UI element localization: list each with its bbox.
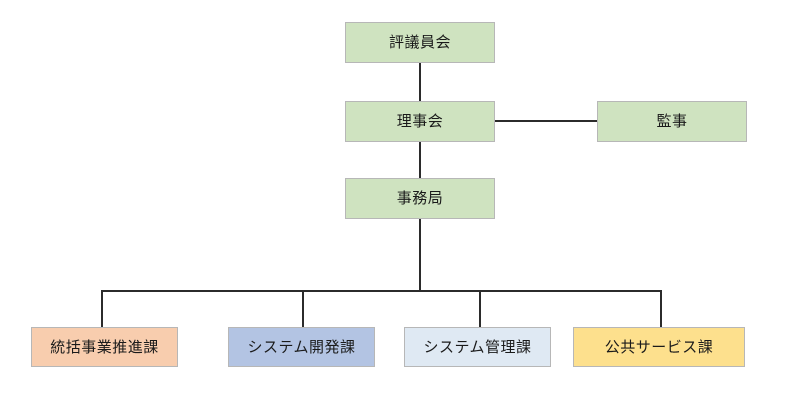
connector-jimukyoku-trunk — [419, 219, 421, 292]
node-system-kaihatsu[interactable]: システム開発課 — [228, 327, 375, 367]
node-system-kaihatsu-label: システム開発課 — [247, 338, 356, 356]
node-rijikai[interactable]: 理事会 — [345, 101, 495, 142]
node-hyogiinkai-label: 評議員会 — [388, 34, 451, 51]
connector-drop-system-kaihatsu — [302, 290, 304, 327]
node-tokatsu[interactable]: 統括事業推進課 — [31, 327, 178, 367]
node-kokyo-service[interactable]: 公共サービス課 — [573, 327, 745, 367]
node-kanji[interactable]: 監事 — [597, 101, 747, 142]
node-hyogiinkai[interactable]: 評議員会 — [345, 22, 495, 63]
connector-hyogiinkai-to-rijikai — [419, 63, 421, 101]
node-jimukyoku-label: 事務局 — [396, 190, 444, 207]
node-rijikai-label: 理事会 — [396, 113, 444, 130]
connector-drop-tokatsu — [101, 290, 103, 327]
connector-rijikai-to-jimukyoku — [419, 142, 421, 178]
connector-rijikai-to-kanji — [495, 120, 597, 122]
connector-drop-kokyo-service — [660, 290, 662, 327]
node-system-kanri[interactable]: システム管理課 — [404, 327, 551, 367]
node-kanji-label: 監事 — [656, 113, 688, 130]
connector-distribution-bus — [101, 290, 662, 292]
node-jimukyoku[interactable]: 事務局 — [345, 178, 495, 219]
node-system-kanri-label: システム管理課 — [423, 338, 532, 356]
connector-drop-system-kanri — [479, 290, 481, 327]
node-kokyo-service-label: 公共サービス課 — [604, 338, 714, 356]
node-tokatsu-label: 統括事業推進課 — [50, 338, 159, 356]
